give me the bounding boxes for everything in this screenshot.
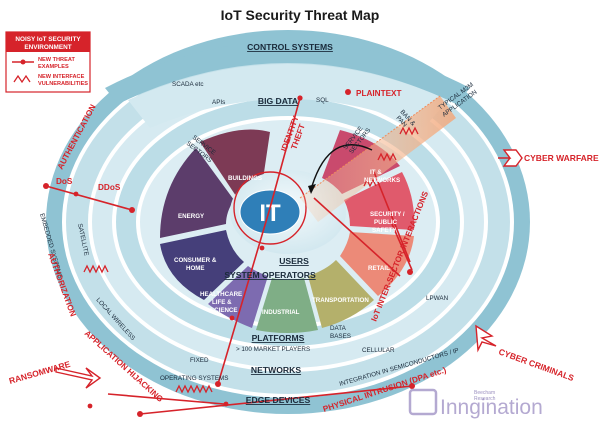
interface-vulnerability-marks <box>83 126 419 394</box>
sector-label-energy: ENERGY <box>178 213 205 220</box>
sector-wedges <box>160 129 415 333</box>
ring-title-networks: NETWORKS <box>251 365 301 375</box>
brand-name: Inngination <box>440 396 543 419</box>
legend: NOISY IoT SECURITY ENVIRONMENT NEW THREA… <box>5 31 91 93</box>
sector-label-retail: RETAIL <box>368 265 390 272</box>
curved-arrow <box>311 144 373 187</box>
control-systems-band <box>105 41 470 128</box>
ransomware-arrow: RANSOMWARE <box>8 359 102 389</box>
sector-label-buildings: BUILDINGS <box>228 175 262 182</box>
sector-label-security-3: SAFETY <box>372 227 397 234</box>
ring-title-edge-devices: EDGE DEVICES <box>246 395 311 405</box>
sector-label-transportation: TRANSPORTATION <box>312 297 369 304</box>
sector-industrial <box>256 278 318 333</box>
sector-label-security-1: SECURITY / <box>370 211 405 218</box>
sector-transportation <box>308 260 374 328</box>
label-lpwan: LPWAN <box>426 295 449 302</box>
sector-healthcare <box>208 266 268 328</box>
legend-item-2: EXAMPLES <box>38 64 69 70</box>
ring-title-users: USERS <box>279 256 309 266</box>
diagram-title: IoT Security Threat Map <box>221 7 380 23</box>
sector-label-consumer-2: HOME <box>186 265 205 272</box>
cyber-criminals-arrow: CYBER CRIMINALS <box>475 324 576 383</box>
sector-label-industrial: INDUSTRIAL <box>262 309 300 316</box>
sector-label-it-networks-2: NETWORKS <box>364 177 400 184</box>
ring-title-big-data: BIG DATA <box>258 96 298 106</box>
label-operating-systems: OPERATING SYSTEMS <box>160 375 228 382</box>
label-cellular: CELLULAR <box>362 347 395 354</box>
label-bases: BASES <box>330 333 351 340</box>
threat-dos: DoS <box>56 177 73 186</box>
hub-target-ring <box>233 171 307 245</box>
ring-title-platforms: PLATFORMS <box>252 333 305 343</box>
ring-title-control-systems: CONTROL SYSTEMS <box>247 42 333 52</box>
legend-item-3: NEW INTERFACE <box>38 74 85 80</box>
cyber-warfare-label: CYBER WARFARE <box>524 153 599 163</box>
sector-consumer <box>160 230 244 300</box>
hub-it-label: IT <box>259 200 281 227</box>
legend-heading-2: ENVIRONMENT <box>24 44 71 51</box>
threat-dots <box>43 89 415 417</box>
sector-label-security-2: PUBLIC <box>374 219 398 226</box>
brand-sub-1: Beecham <box>474 390 495 396</box>
sector-label-it-networks-1: IT & <box>370 169 382 176</box>
label-data: DATA <box>330 325 347 332</box>
sector-retail <box>340 232 414 296</box>
label-sql: SQL <box>316 97 329 104</box>
legend-item-1: NEW THREAT <box>38 57 75 63</box>
legend-heading-1: NOISY IoT SECURITY <box>15 36 81 43</box>
sector-label-healthcare-2: LIFE & <box>212 299 232 306</box>
cyber-warfare-arrow: CYBER WARFARE <box>498 149 599 167</box>
sector-label-healthcare-3: SCIENCE <box>210 307 238 314</box>
brand-sub-2: Research <box>474 396 496 402</box>
curved-arrow-head <box>308 184 316 194</box>
ring-title-system-operators: SYSTEM OPERATORS <box>224 270 316 280</box>
brand-logo: Inngination Beecham Research <box>408 388 543 419</box>
m2m-line <box>299 95 441 199</box>
hub-globe <box>239 189 301 235</box>
sector-label-healthcare-1: HEALTHCARE <box>200 291 242 298</box>
threat-lines <box>45 97 413 415</box>
sector-security <box>344 172 415 230</box>
label-apis: APIs <box>212 99 225 106</box>
label-market-players: > 100 MARKET PLAYERS <box>236 346 310 353</box>
label-scada: SCADA etc <box>172 81 204 88</box>
cyber-criminals-label: CYBER CRIMINALS <box>497 346 575 383</box>
threat-ddos: DDoS <box>98 183 121 192</box>
sector-label-consumer-1: CONSUMER & <box>174 257 217 264</box>
sector-energy <box>160 148 234 238</box>
label-fixed: FIXED <box>190 357 209 364</box>
legend-item-4: VULNERABILITIES <box>38 81 88 87</box>
threat-plaintext: PLAINTEXT <box>356 89 402 98</box>
